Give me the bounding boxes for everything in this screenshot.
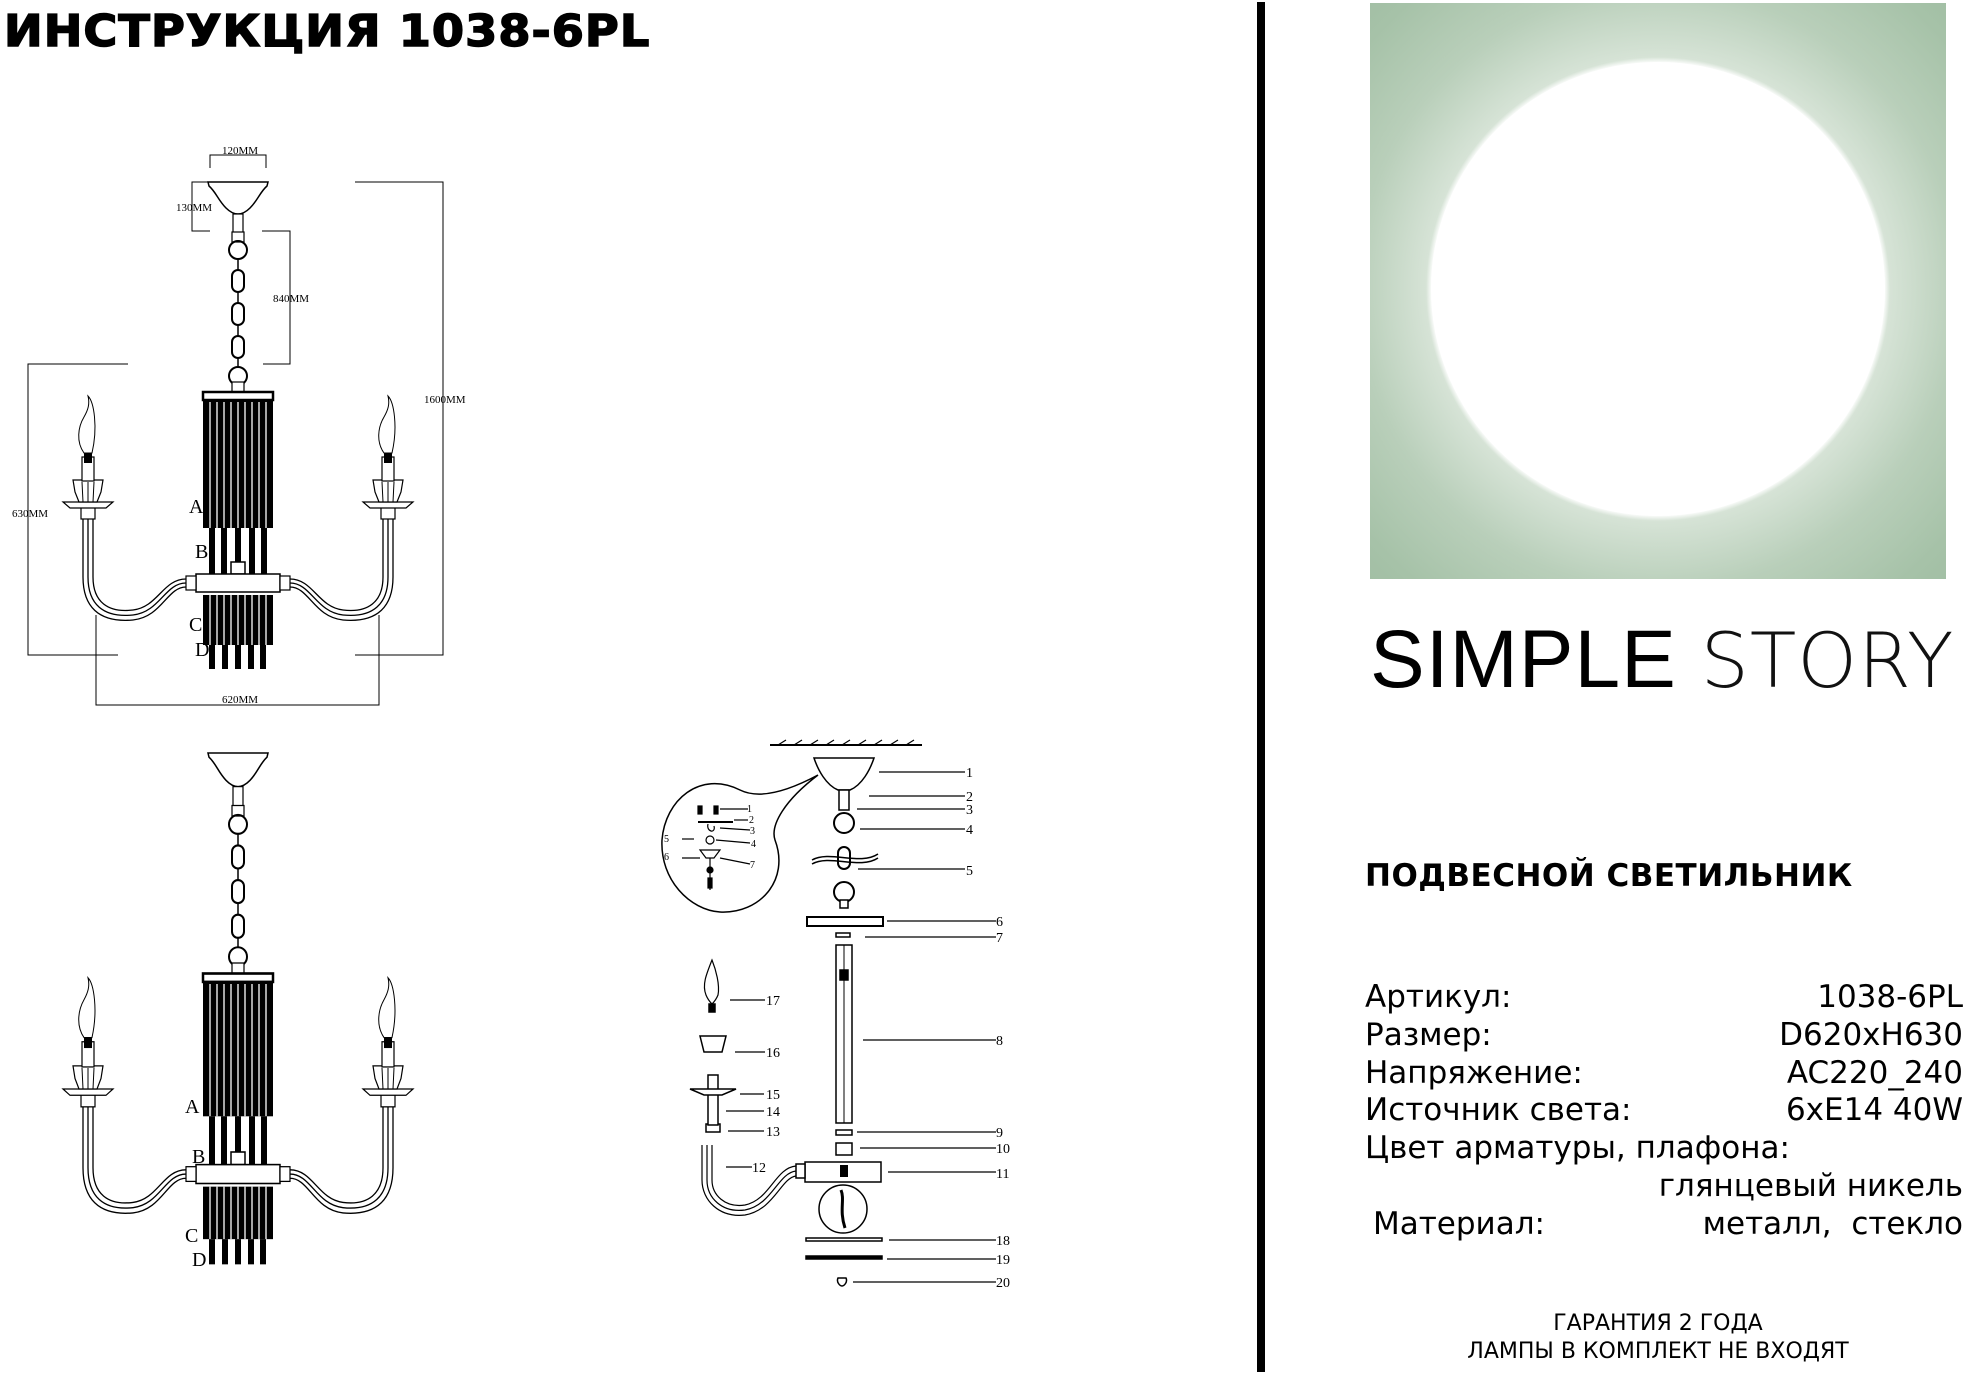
dimension-labels: 120MM 130MM 840MM 1600MM 630MM 620MM: [12, 145, 466, 706]
svg-text:C: C: [189, 614, 202, 636]
svg-text:13: 13: [766, 1125, 780, 1140]
spec-label: Источник света:: [1365, 1092, 1632, 1128]
tier-labels-top: A B C D: [189, 496, 209, 661]
svg-text:17: 17: [766, 994, 780, 1009]
svg-text:8: 8: [996, 1034, 1003, 1049]
svg-text:20: 20: [996, 1276, 1010, 1291]
svg-text:1: 1: [747, 804, 752, 815]
brand-name-bold: SIMPLE: [1370, 614, 1677, 705]
spec-label: Цвет арматуры, плафона:: [1365, 1130, 1790, 1166]
product-type-heading: ПОДВЕСНОЙ СВЕТИЛЬНИК: [1365, 858, 1853, 894]
spec-label: Артикул:: [1365, 979, 1512, 1015]
spec-value: D620xH630: [1779, 1017, 1963, 1053]
tier-labels-bottom: A B C D: [185, 1096, 206, 1271]
spec-label: Материал:: [1373, 1206, 1545, 1242]
svg-text:4: 4: [751, 839, 756, 850]
svg-text:14: 14: [766, 1105, 780, 1120]
spec-row-color: Цвет арматуры, плафона:: [1365, 1129, 1963, 1167]
spec-value: 6xE14 40W: [1785, 1092, 1963, 1128]
footer-notes: ГАРАНТИЯ 2 ГОДА ЛАМПЫ В КОМПЛЕКТ НЕ ВХОД…: [1370, 1310, 1946, 1366]
svg-text:10: 10: [996, 1142, 1010, 1157]
svg-text:4: 4: [966, 823, 973, 838]
svg-text:B: B: [192, 1146, 205, 1168]
spec-row-material: Материал: металл, стекло: [1373, 1205, 1963, 1243]
spec-row-article: Артикул: 1038-6PL: [1365, 978, 1963, 1016]
dim-130: 130MM: [176, 202, 212, 214]
spec-value: глянцевый никель: [1658, 1168, 1963, 1204]
svg-text:11: 11: [996, 1167, 1009, 1182]
dim-620: 620MM: [222, 694, 258, 706]
spec-row-voltage: Напряжение: AC220_240: [1365, 1054, 1963, 1092]
svg-text:7: 7: [750, 860, 755, 871]
spec-value: металл, стекло: [1702, 1206, 1963, 1242]
spec-value: 1038-6PL: [1817, 979, 1963, 1015]
svg-text:12: 12: [752, 1161, 766, 1176]
detail-callout-numbers: 1 2 3 4 5 6 7: [664, 804, 756, 871]
spec-label: Размер:: [1365, 1017, 1492, 1053]
spec-value: AC220_240: [1786, 1055, 1963, 1091]
svg-text:1: 1: [966, 766, 973, 781]
svg-text:6: 6: [664, 852, 669, 863]
brand-image-panel: [1370, 3, 1946, 579]
svg-text:3: 3: [966, 803, 973, 818]
leader-lines: [726, 771, 996, 1283]
svg-text:6: 6: [996, 915, 1003, 930]
svg-text:18: 18: [996, 1234, 1010, 1249]
svg-text:16: 16: [766, 1046, 780, 1061]
svg-text:D: D: [195, 639, 209, 661]
svg-text:B: B: [195, 541, 208, 563]
white-circle-graphic: [1431, 62, 1885, 516]
assembly-diagram: [661, 739, 922, 1287]
part-numbers: 1 2 3 4 5 6 7 8 9 10 11 12 13 14 15 16 1…: [752, 766, 1010, 1291]
vertical-divider: [1257, 2, 1265, 1372]
svg-text:D: D: [192, 1249, 206, 1271]
lamps-not-included-note: ЛАМПЫ В КОМПЛЕКТ НЕ ВХОДЯТ: [1467, 1339, 1849, 1364]
svg-text:A: A: [185, 1096, 200, 1118]
svg-text:19: 19: [996, 1253, 1010, 1268]
front-drawing: [63, 753, 413, 1264]
spec-row-light-source: Источник света: 6xE14 40W: [1365, 1091, 1963, 1129]
brand-name-light: STORY: [1700, 616, 1955, 705]
svg-text:5: 5: [966, 864, 973, 879]
warranty-note: ГАРАНТИЯ 2 ГОДА: [1553, 1311, 1763, 1336]
svg-text:5: 5: [664, 834, 669, 845]
spec-row-size: Размер: D620xH630: [1365, 1016, 1963, 1054]
spec-row-color-value: глянцевый никель: [1365, 1167, 1963, 1205]
spec-label: Напряжение:: [1365, 1055, 1583, 1091]
dimension-drawing: [63, 182, 413, 669]
svg-text:9: 9: [996, 1126, 1003, 1141]
svg-text:7: 7: [996, 931, 1003, 946]
brand-logo: SIMPLE STORY: [1370, 614, 1953, 706]
dimension-lines: [27, 154, 444, 706]
svg-text:2: 2: [966, 790, 973, 805]
svg-text:15: 15: [766, 1088, 780, 1103]
page-title: ИНСТРУКЦИЯ 1038-6PL: [3, 5, 651, 58]
svg-text:C: C: [185, 1225, 198, 1247]
svg-text:2: 2: [749, 815, 754, 826]
dim-120: 120MM: [222, 145, 258, 157]
technical-drawings: 120MM 130MM 840MM 1600MM 630MM 620MM A B…: [12, 145, 1010, 1291]
dim-630: 630MM: [12, 508, 48, 520]
svg-text:A: A: [189, 496, 204, 518]
svg-text:3: 3: [750, 826, 755, 837]
dim-1600: 1600MM: [424, 394, 466, 406]
dim-840: 840MM: [273, 293, 309, 305]
